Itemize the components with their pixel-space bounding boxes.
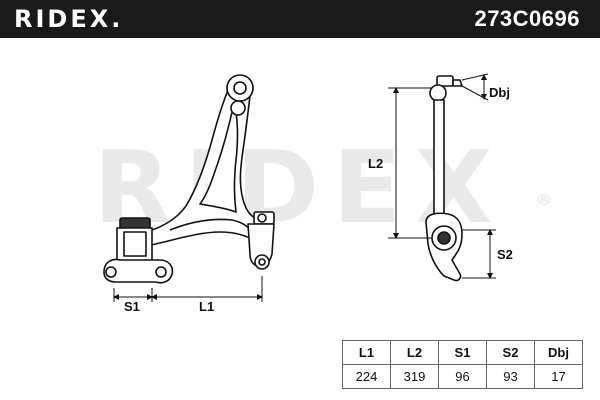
s1-label: S1 <box>124 299 140 314</box>
side-ball-joint <box>429 84 447 102</box>
side-bushing-inner <box>437 231 451 245</box>
spec-header-dbj: Dbj <box>534 340 583 365</box>
spec-value-s2: 93 <box>486 364 535 389</box>
spec-table-header-row: L1 L2 S1 S2 Dbj <box>342 340 583 365</box>
spec-header-l2: L2 <box>390 340 439 365</box>
brand-logo: RIDEX. <box>14 5 124 33</box>
front-dimensions <box>113 276 263 302</box>
spec-value-l2: 319 <box>390 364 439 389</box>
spec-value-l1: 224 <box>342 364 391 389</box>
arm-inner-rib <box>199 111 239 213</box>
left-lug-hole-2 <box>155 266 167 278</box>
header-bar: RIDEX. 273C0696 <box>0 0 600 38</box>
arm-body-outline <box>145 89 269 247</box>
control-arm-side-view <box>425 75 463 282</box>
side-ball-stud-pin <box>452 79 463 87</box>
spec-table-value-row: 224 319 96 93 17 <box>342 364 583 389</box>
l1-label: L1 <box>199 299 214 314</box>
l2-label: L2 <box>368 156 383 171</box>
left-bushing-inner <box>123 231 147 257</box>
right-bushing-hole <box>257 213 267 223</box>
side-dimensions <box>388 73 496 279</box>
ball-joint-mid <box>230 100 246 116</box>
ball-joint-core <box>233 81 247 95</box>
registered-mark: ® <box>536 190 552 209</box>
spec-table: L1 L2 S1 S2 Dbj 224 319 96 93 17 <box>342 340 583 389</box>
spec-header-l1: L1 <box>342 340 391 365</box>
side-arm-shaft <box>433 99 445 223</box>
s2-label: S2 <box>497 247 513 262</box>
control-arm-front-view <box>103 74 275 284</box>
spec-header-s2: S2 <box>486 340 535 365</box>
right-bushing-lower-core <box>258 258 266 266</box>
spec-value-s1: 96 <box>438 364 487 389</box>
left-lug-hole-1 <box>105 266 117 278</box>
spec-value-dbj: 17 <box>534 364 583 389</box>
left-mount-lug <box>103 258 174 284</box>
dbj-label: Dbj <box>489 85 510 100</box>
spec-header-s1: S1 <box>438 340 487 365</box>
part-number: 273C0696 <box>474 6 580 31</box>
